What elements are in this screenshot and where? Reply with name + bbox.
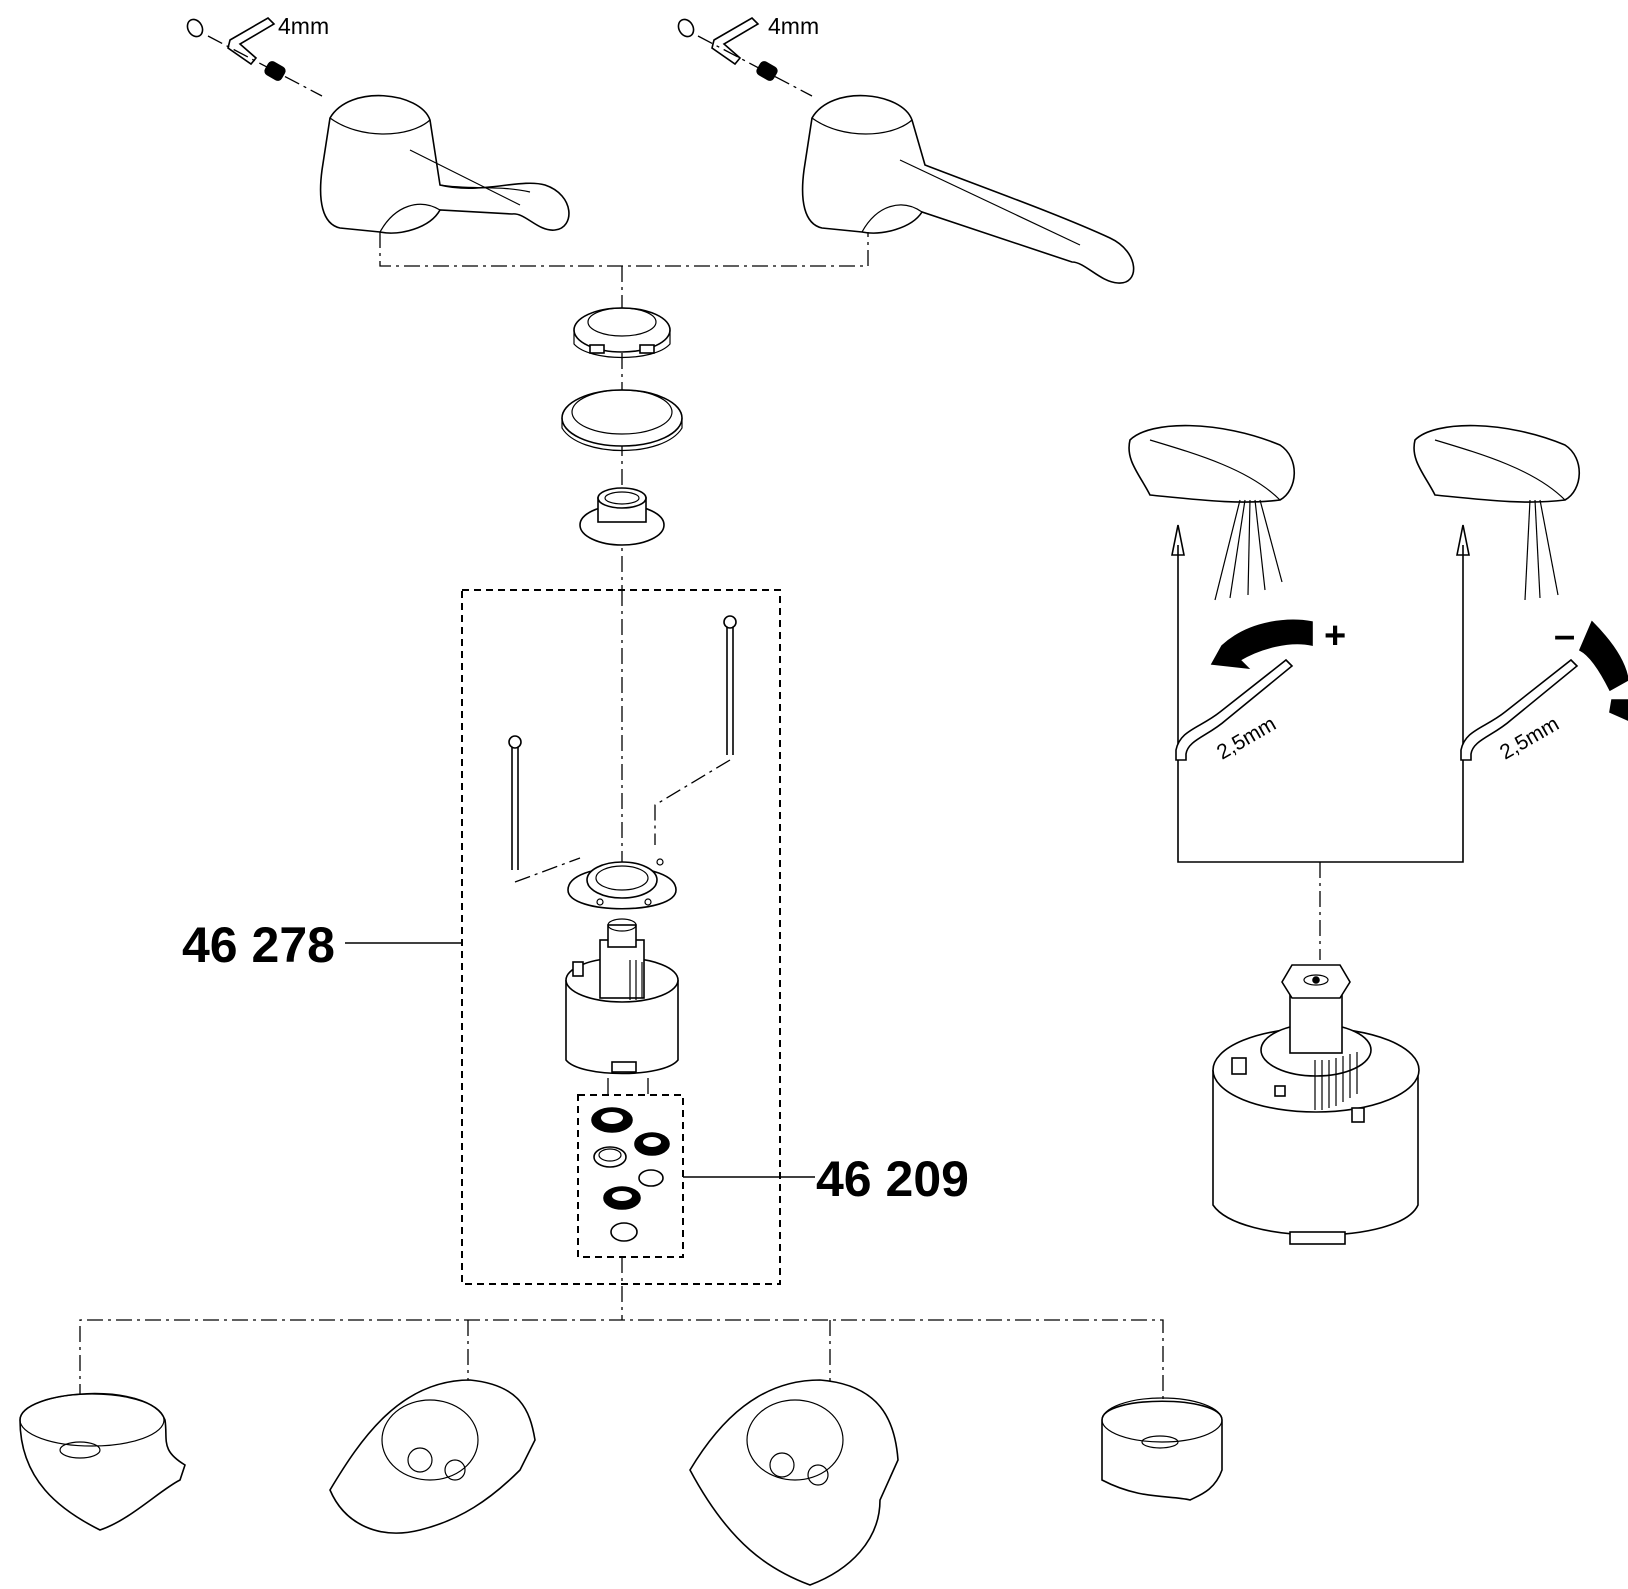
body-variant-1 [19,1392,186,1531]
cartridge-center [565,918,679,1075]
seal-rings [591,1107,670,1242]
part-number-46278: 46 278 [182,917,335,973]
cartridge-flange [567,858,677,910]
hex-key-right-label: 4mm [768,13,819,39]
retaining-ring [573,307,671,358]
body-variant-4 [1101,1397,1223,1501]
body-variant-3 [689,1379,899,1586]
lever-handle-long [801,94,1135,284]
hex-key-4mm-right-icon [711,16,760,66]
part-number-46209: 46 209 [816,1151,969,1207]
hex-key-left-label: 4mm [278,13,329,39]
top-left-hardware: 4mm [186,13,329,97]
kit-box-46209 [577,1094,684,1258]
cover-ring [561,389,683,451]
cap-plug-left [186,18,204,38]
cartridge-bolts [508,615,737,883]
adjust-left: + 2,5mm [1128,424,1346,770]
grub-screw-right [756,61,778,81]
kit-box-46278 [461,589,781,1285]
grub-screw-left [264,61,286,81]
cap-plug-right [677,18,695,38]
lever-handle-short [319,94,570,234]
hex-key-4mm-left-icon [227,16,276,66]
adjust-right: – 2,5mm [1413,424,1628,770]
plus-sign: + [1324,615,1346,657]
minus-sign: – [1554,615,1575,657]
top-right-hardware: 4mm [677,13,819,97]
thrust-washer [579,487,665,546]
cartridge-detail [1212,964,1420,1245]
body-variant-2 [329,1379,536,1534]
